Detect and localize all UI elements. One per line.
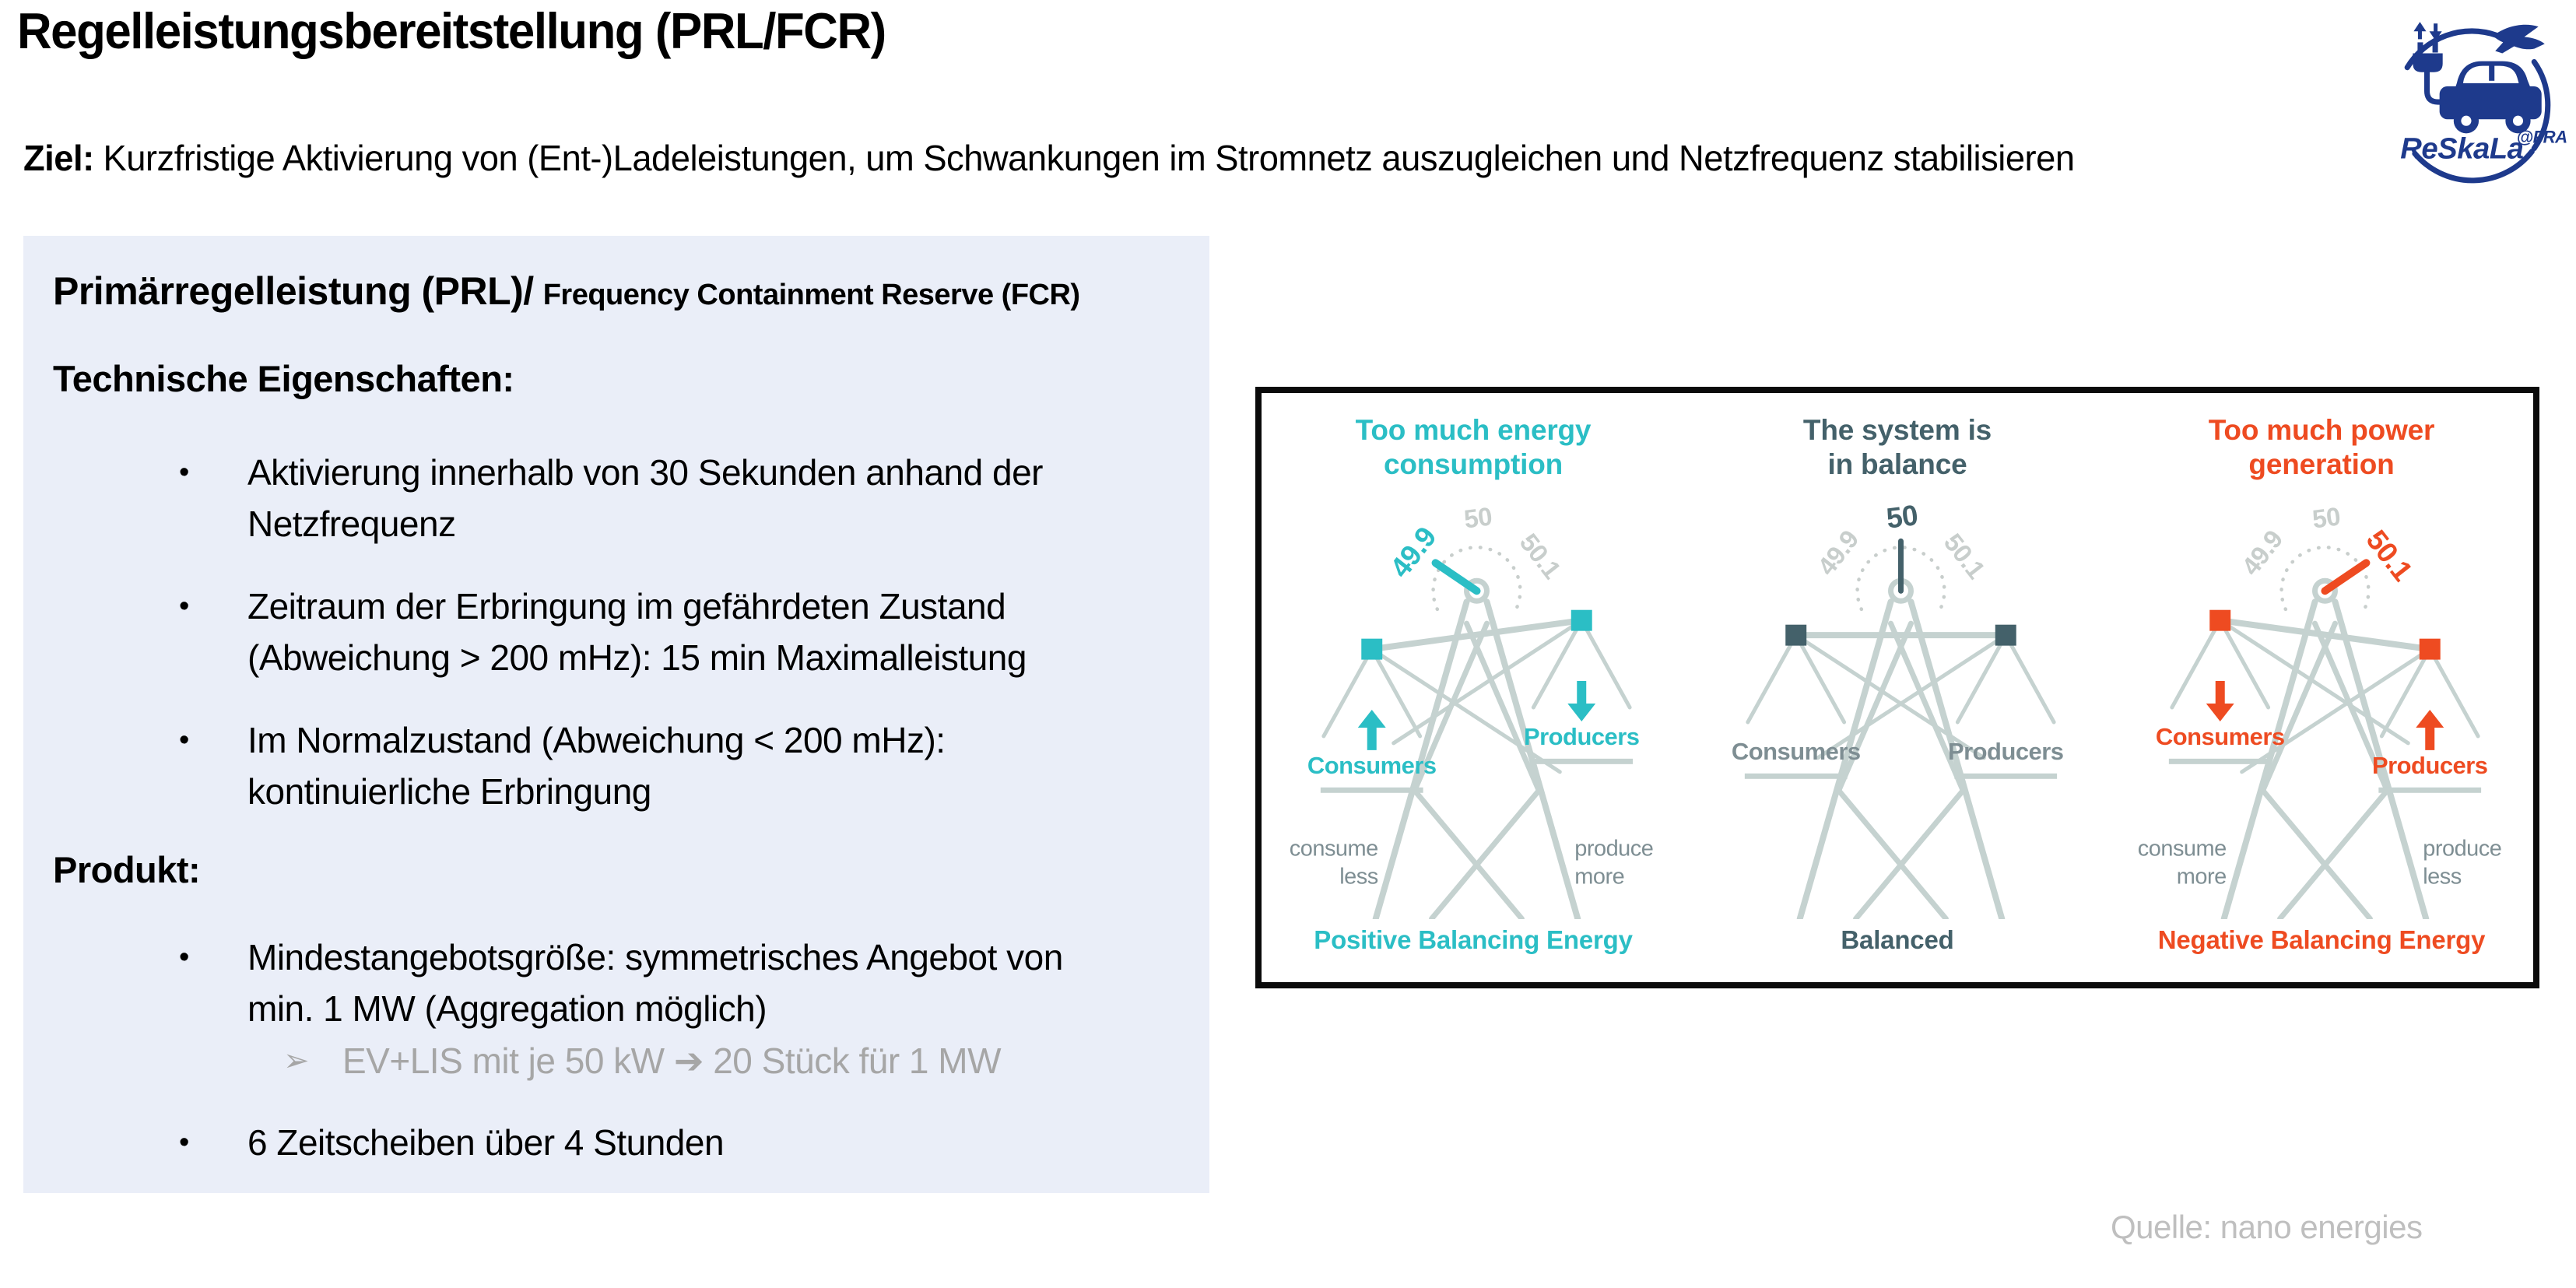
- source-note: Quelle: nano energies: [2111, 1209, 2423, 1245]
- header-line: Too much power: [2208, 414, 2435, 446]
- bullet-item: • Zeitraum der Erbringung im gefährdeten…: [179, 581, 1183, 683]
- bullet-item: • Aktivierung innerhalb von 30 Sekunden …: [179, 447, 1183, 549]
- info-panel: Primärregelleistung (PRL)/Frequency Cont…: [23, 236, 1209, 1193]
- bullet-marker: •: [179, 590, 189, 623]
- airplane-icon: [2493, 24, 2545, 54]
- svg-text:49.9: 49.9: [1812, 525, 1864, 581]
- bullet-text: Im Normalzustand (Abweichung < 200 mHz):…: [247, 720, 946, 812]
- panel-title-main: Primärregelleistung (PRL)/: [53, 269, 534, 313]
- figure-panel-footer: Balanced: [1841, 925, 1954, 954]
- bullet-item: • Mindestangebotsgröße: symmetrisches An…: [179, 932, 1183, 1086]
- bullet-text: Mindestangebotsgröße: symmetrisches Ange…: [247, 937, 1063, 1029]
- svg-text:49.9: 49.9: [2236, 525, 2288, 581]
- bullet-text: Zeitraum der Erbringung im gefährdeten Z…: [247, 586, 1027, 678]
- bullet-marker: •: [179, 724, 189, 756]
- svg-text:49.9: 49.9: [1384, 521, 1442, 583]
- goal-text: Kurzfristige Aktivierung von (Ent-)Ladel…: [103, 138, 2076, 178]
- goal-label: Ziel:: [23, 138, 94, 178]
- svg-text:Producers: Producers: [1948, 738, 2064, 765]
- sub-bullet-marker: ➢: [283, 1044, 310, 1078]
- panel-title-sub: Frequency Containment Reserve (FCR): [542, 279, 1080, 311]
- svg-text:Consumers: Consumers: [1732, 738, 1861, 765]
- car-icon: [2439, 61, 2542, 134]
- page-title: Regelleistungsbereitstellung (PRL/FCR): [17, 2, 886, 59]
- svg-text:more: more: [1574, 865, 1624, 890]
- technical-bullet-list: • Aktivierung innerhalb von 30 Sekunden …: [53, 447, 1183, 817]
- svg-text:less: less: [2423, 865, 2461, 890]
- sub-bullet-text: EV+LIS mit je 50 kW ➔ 20 Stück für 1 MW: [342, 1041, 1002, 1081]
- logo-wordmark: ReSkaLa: [2400, 132, 2523, 166]
- goal-line: Ziel:Kurzfristige Aktivierung von (Ent-)…: [23, 137, 2075, 179]
- bullet-text: Aktivierung innerhalb von 30 Sekunden an…: [247, 452, 1043, 544]
- svg-text:50.1: 50.1: [2360, 524, 2419, 586]
- section-heading-product: Produkt:: [53, 849, 201, 890]
- svg-text:consume: consume: [1290, 837, 1378, 862]
- svg-text:50: 50: [1462, 501, 1493, 533]
- plug-cable: [2423, 69, 2451, 105]
- bullet-item: • 6 Zeitscheiben über 4 Stunden: [179, 1117, 1183, 1168]
- svg-text:produce: produce: [2423, 837, 2501, 862]
- svg-text:more: more: [2177, 865, 2227, 890]
- figure-panel-footer: Positive Balancing Energy: [1314, 925, 1633, 954]
- header-line: in balance: [1827, 448, 1967, 480]
- svg-text:50: 50: [1885, 499, 1920, 535]
- down-arrow-icon: [2206, 681, 2234, 721]
- svg-text:50: 50: [2311, 501, 2342, 533]
- figure-panel-header: Too much power generation: [2208, 413, 2435, 483]
- svg-text:consume: consume: [2138, 837, 2227, 862]
- bullet-marker: •: [179, 456, 189, 489]
- reskala-logo: ReSkaLa @FRA: [2400, 22, 2567, 184]
- up-arrow-icon: [2416, 709, 2444, 750]
- header-line: The system is: [1802, 414, 1992, 446]
- bullet-marker: •: [179, 941, 189, 974]
- bullet-marker: •: [179, 1126, 189, 1159]
- product-bullet-list: • Mindestangebotsgröße: symmetrisches An…: [53, 932, 1183, 1168]
- section-heading-technical: Technische Eigenschaften:: [53, 358, 514, 399]
- bullet-text: 6 Zeitscheiben über 4 Stunden: [247, 1122, 725, 1163]
- up-arrow-icon: [1357, 709, 1386, 750]
- bullet-item: • Im Normalzustand (Abweichung < 200 mHz…: [179, 714, 1183, 817]
- svg-text:Producers: Producers: [2372, 752, 2488, 779]
- header-line: Too much energy: [1355, 414, 1592, 446]
- logo-suffix: @FRA: [2516, 127, 2567, 146]
- svg-text:Consumers: Consumers: [2156, 723, 2285, 750]
- figure-panel-header: Too much energy consumption: [1356, 413, 1592, 483]
- figure-panel-footer: Negative Balancing Energy: [2157, 925, 2486, 954]
- sub-bullet: ➢ EV+LIS mit je 50 kW ➔ 20 Stück für 1 M…: [247, 1036, 1063, 1086]
- svg-text:50.1: 50.1: [1939, 528, 1991, 584]
- svg-text:less: less: [1339, 865, 1377, 890]
- svg-text:Producers: Producers: [1524, 723, 1640, 750]
- panel-title: Primärregelleistung (PRL)/Frequency Cont…: [53, 268, 1183, 314]
- header-line: consumption: [1383, 448, 1563, 480]
- header-line: generation: [2248, 448, 2395, 480]
- charging-plug-icon: [2413, 22, 2443, 72]
- svg-text:produce: produce: [1574, 837, 1653, 862]
- svg-text:Consumers: Consumers: [1307, 752, 1437, 779]
- figure-panel-header: The system is in balance: [1803, 413, 1992, 483]
- svg-text:50.1: 50.1: [1514, 528, 1567, 584]
- down-arrow-icon: [1567, 681, 1596, 721]
